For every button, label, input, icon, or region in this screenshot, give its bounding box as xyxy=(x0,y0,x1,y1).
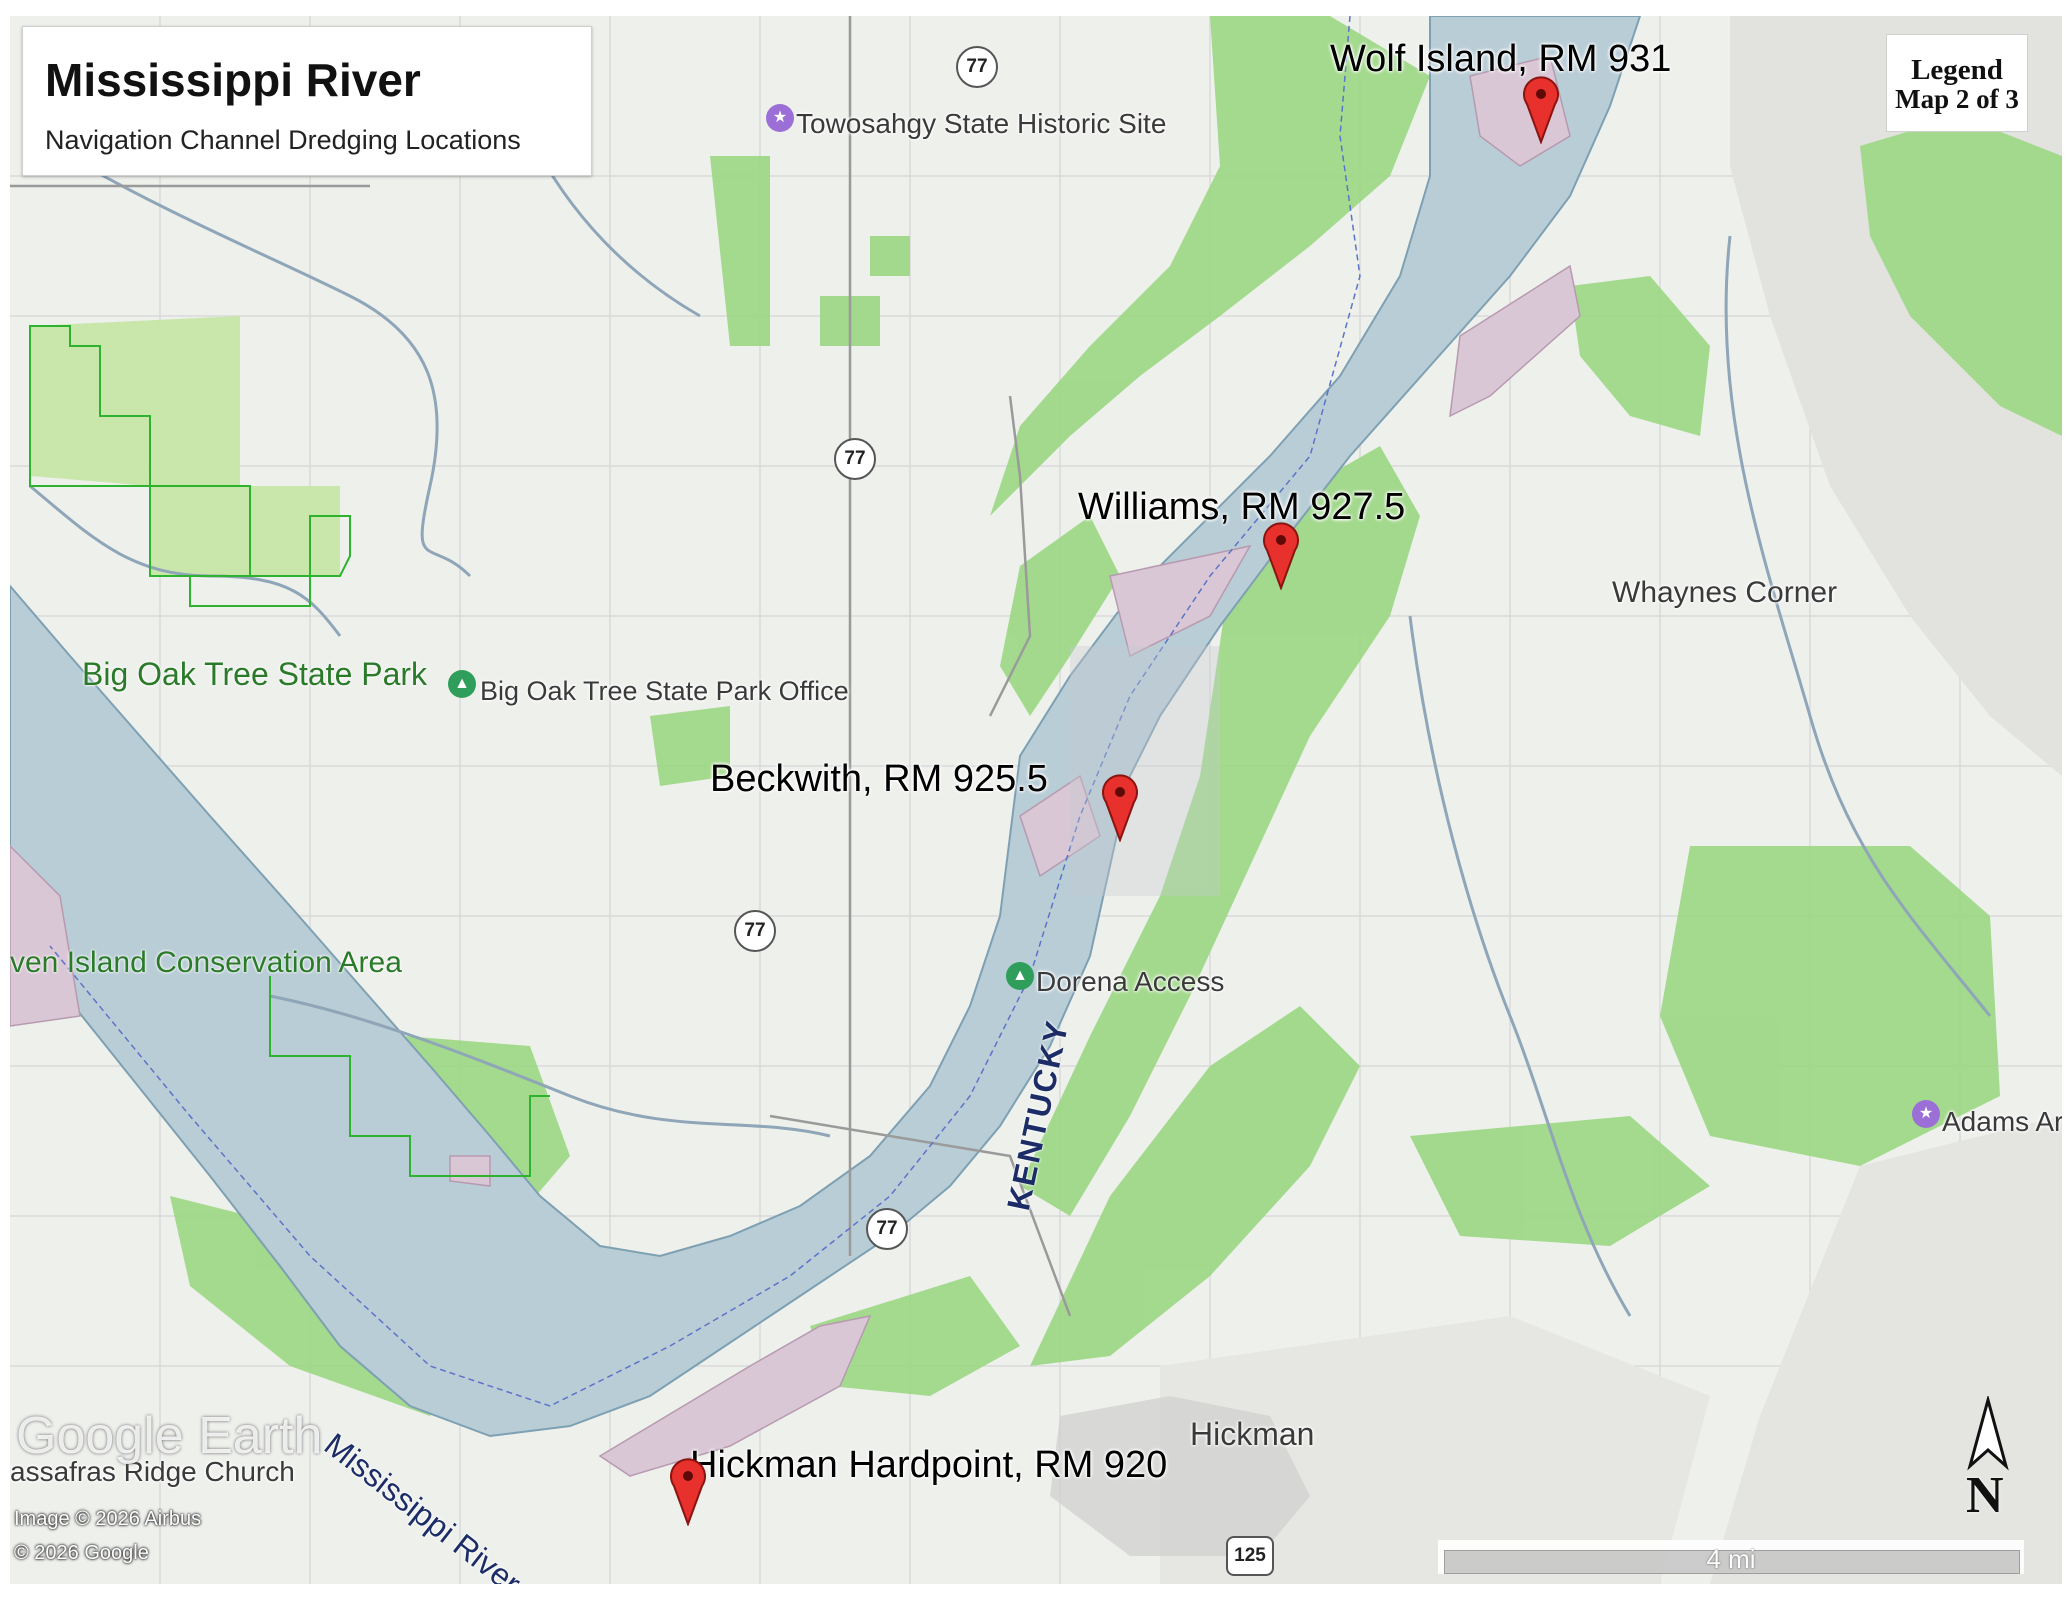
park-office-icon[interactable]: ▲ xyxy=(448,670,476,698)
hickman-hardpoint-pin-icon[interactable] xyxy=(668,1456,708,1526)
sandbars xyxy=(10,55,1581,1477)
place-label-dorena-access: Dorena Access xyxy=(1036,966,1225,997)
roads xyxy=(10,16,1072,1317)
site-label-hickman-hardpoint: Hickman Hardpoint, RM 920 xyxy=(690,1444,1168,1486)
legend-title: Legend xyxy=(1911,54,2003,86)
route-shield-125: 125 xyxy=(1226,1536,1274,1576)
site-label-wolf-island: Wolf Island, RM 931 xyxy=(1330,38,1672,80)
scale-bar-label: 4 mi xyxy=(1706,1544,1756,1574)
map-canvas[interactable]: Mississippi River Navigation Channel Dre… xyxy=(10,16,2062,1584)
route-shield-77-upper: 77 xyxy=(834,438,876,480)
place-label-conservation-area: ven Island Conservation Area xyxy=(10,946,402,979)
route-shield-77-south: 77 xyxy=(866,1208,908,1250)
place-label-whaynes-corner: Whaynes Corner xyxy=(1612,576,1838,609)
place-label-towosahgy: Towosahgy State Historic Site xyxy=(796,108,1167,139)
site-label-williams: Williams, RM 927.5 xyxy=(1078,486,1406,528)
north-arrow-icon xyxy=(1967,1394,2009,1471)
route-shield-77-middle: 77 xyxy=(734,910,776,952)
place-label-hickman: Hickman xyxy=(1190,1416,1315,1452)
north-arrow-label: N xyxy=(1966,1467,2004,1524)
legend-box[interactable]: Legend Map 2 of 3 xyxy=(1886,34,2028,132)
map-subtitle: Navigation Channel Dredging Locations xyxy=(45,125,521,155)
state-park-boundary xyxy=(29,325,351,607)
place-label-big-oak-office: Big Oak Tree State Park Office xyxy=(480,676,849,706)
topographic-base-map xyxy=(10,16,2062,1584)
scale-bar-fill xyxy=(1444,1550,2020,1574)
wolf-island-pin-icon[interactable] xyxy=(1521,74,1561,144)
hickman-town xyxy=(1050,1396,1310,1556)
dorena-access-icon[interactable]: ▲ xyxy=(1006,962,1034,990)
imagery-tile xyxy=(1070,646,1220,896)
historic-site-icon[interactable]: ★ xyxy=(766,104,794,132)
place-label-big-oak-park: Big Oak Tree State Park xyxy=(82,656,428,692)
copyright-attribution: © 2026 Google xyxy=(14,1542,149,1564)
site-label-beckwith: Beckwith, RM 925.5 xyxy=(710,758,1048,800)
beckwith-pin-icon[interactable] xyxy=(1100,772,1140,842)
place-label-adams: Adams Ar xyxy=(1942,1106,2062,1137)
conservation-area-boundary xyxy=(269,976,550,1177)
route-shield-77-north: 77 xyxy=(956,46,998,88)
williams-pin-icon[interactable] xyxy=(1261,520,1301,590)
navigation-channel-line xyxy=(49,16,1361,1407)
imagery-attribution: Image © 2026 Airbus xyxy=(14,1508,202,1530)
scale-bar: 4 mi xyxy=(1438,1540,2024,1574)
adams-historic-icon[interactable]: ★ xyxy=(1912,1100,1940,1128)
legend-map-number: Map 2 of 3 xyxy=(1895,84,2019,114)
google-earth-logo: Google Earth xyxy=(16,1407,323,1465)
map-title-box: Mississippi River Navigation Channel Dre… xyxy=(22,26,592,176)
north-arrow: N xyxy=(1958,1394,2018,1526)
place-label-church: assafras Ridge Church xyxy=(10,1456,295,1487)
map-title: Mississippi River xyxy=(45,54,421,106)
